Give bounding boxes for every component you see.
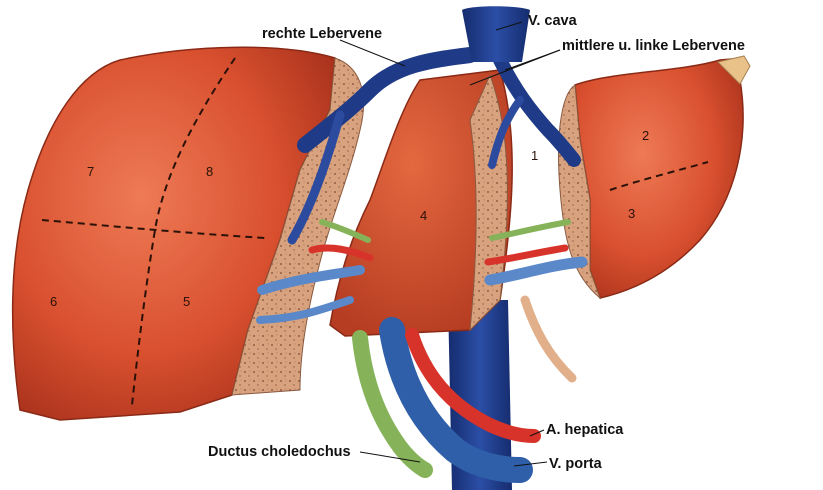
vena-cava-top <box>462 6 530 62</box>
left-liver-lobe <box>575 58 744 298</box>
label-v-cava: V. cava <box>528 13 578 29</box>
label-ductus-choledochus: Ductus choledochus <box>208 444 351 460</box>
segment-8-label: 8 <box>206 164 213 179</box>
label-a-hepatica: A. hepatica <box>546 422 624 438</box>
segment-7-label: 7 <box>87 164 94 179</box>
segment-5-label: 5 <box>183 294 190 309</box>
ligamentum-teres <box>525 300 572 378</box>
label-rechte-lebervene: rechte Lebervene <box>262 26 382 42</box>
label-mittlere-linke-lebervene: mittlere u. linke Lebervene <box>562 38 745 54</box>
label-v-porta: V. porta <box>549 456 603 472</box>
segment-1-label: 1 <box>531 148 538 163</box>
segment-4-label: 4 <box>420 208 427 223</box>
segment-3-label: 3 <box>628 206 635 221</box>
leader-rechte-lebervene <box>340 40 405 66</box>
segment-2-label: 2 <box>642 128 649 143</box>
segment-6-label: 6 <box>50 294 57 309</box>
